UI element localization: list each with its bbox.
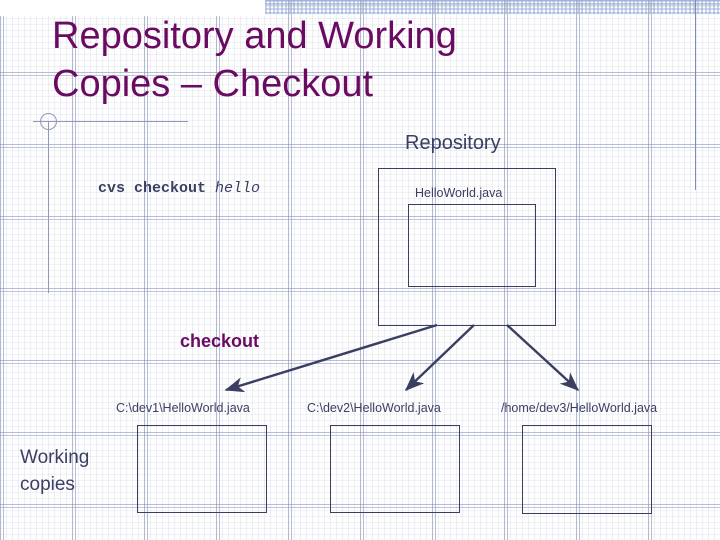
working-copy-box-1 bbox=[137, 425, 267, 513]
working-copy-path-3: /home/dev3/HelloWorld.java bbox=[501, 401, 658, 415]
page-title: Repository and Working Copies – Checkout bbox=[52, 15, 457, 105]
repository-file-box bbox=[408, 204, 536, 287]
working-copy-path-2: C:\dev2\HelloWorld.java bbox=[307, 401, 441, 415]
cvs-command-argument bbox=[206, 180, 215, 197]
working-copy-path-1: C:\dev1\HelloWorld.java bbox=[116, 401, 250, 415]
cvs-command-text: cvs checkout hello bbox=[98, 180, 260, 197]
repository-label: Repository bbox=[405, 132, 501, 154]
working-copies-caption: Working copies bbox=[20, 447, 90, 495]
cvs-command-argument-value: hello bbox=[215, 180, 261, 197]
cvs-command-program: cvs checkout bbox=[98, 180, 207, 197]
repository-file-label: HelloWorld.java bbox=[415, 186, 503, 200]
working-copy-box-2 bbox=[330, 425, 460, 513]
arrow-to-copy-2 bbox=[404, 324, 475, 391]
title-underline-rule bbox=[33, 121, 188, 122]
circle-decoration-icon bbox=[40, 113, 57, 130]
left-decorative-rule bbox=[48, 121, 49, 293]
working-copy-box-3 bbox=[522, 425, 652, 514]
checkout-operation-label: checkout bbox=[180, 331, 260, 351]
arrow-to-copy-3 bbox=[506, 324, 580, 391]
right-decorative-rule bbox=[695, 0, 696, 190]
